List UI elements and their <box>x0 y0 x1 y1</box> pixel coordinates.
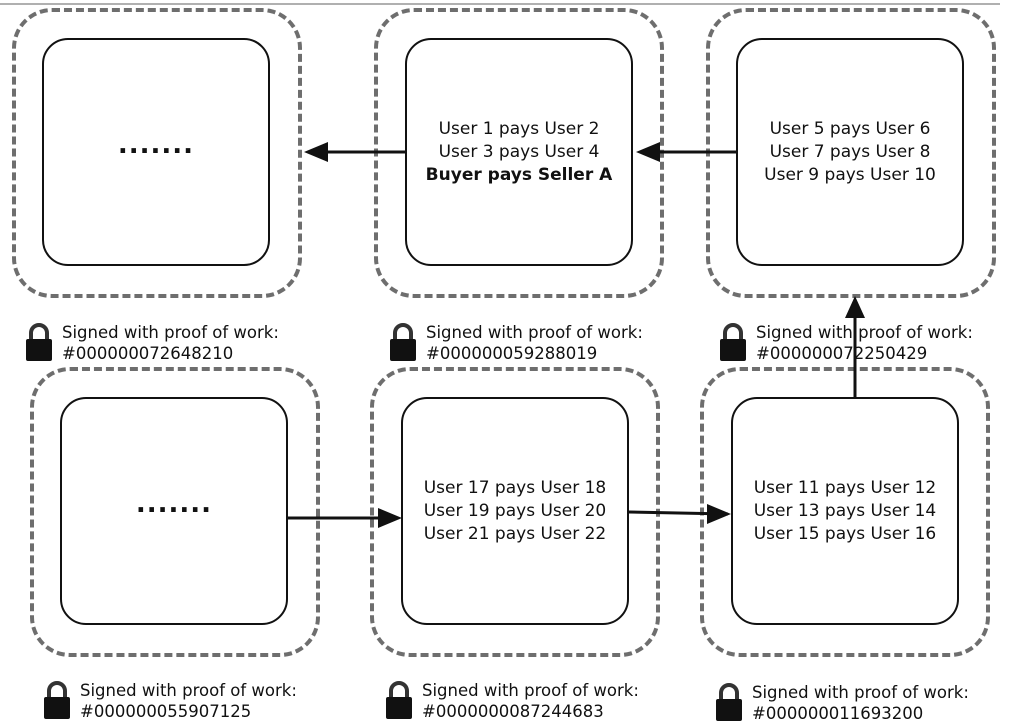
arrowhead-block3 <box>845 296 865 318</box>
block-2-tx-1: User 1 pays User 2 <box>438 118 600 139</box>
block-2-box: User 1 pays User 2 User 3 pays User 4 Bu… <box>405 38 633 266</box>
block-5-tx-3: User 21 pays User 22 <box>423 523 607 544</box>
block-5-box: User 17 pays User 18 User 19 pays User 2… <box>401 397 629 625</box>
signature-label: Signed with proof of work: <box>80 681 297 700</box>
block-1-ellipsis: ....... <box>117 130 195 160</box>
block-1-box: ....... <box>42 38 270 266</box>
signature-label: Signed with proof of work: <box>756 323 973 342</box>
block-3-signature: Signed with proof of work: #000000072250… <box>718 322 973 364</box>
signature-hash: #000000059288019 <box>426 344 598 363</box>
block-6-signature: Signed with proof of work: #000000011693… <box>714 682 969 724</box>
block-3-box: User 5 pays User 6 User 7 pays User 8 Us… <box>736 38 964 266</box>
lock-icon <box>44 681 70 719</box>
lock-icon <box>26 323 52 361</box>
block-3-tx-1: User 5 pays User 6 <box>769 118 931 139</box>
block-4-box: ....... <box>60 397 288 625</box>
block-6-tx-2: User 13 pays User 14 <box>753 500 937 521</box>
block-2-tx-2: User 3 pays User 4 <box>438 141 600 162</box>
signature-hash: #0000000087244683 <box>422 702 604 721</box>
top-divider <box>0 3 1000 5</box>
signature-label: Signed with proof of work: <box>752 683 969 702</box>
block-4-signature: Signed with proof of work: #000000055907… <box>42 680 297 722</box>
block-5-tx-2: User 19 pays User 20 <box>423 500 607 521</box>
block-2-signature: Signed with proof of work: #000000059288… <box>388 322 643 364</box>
block-6-tx-1: User 11 pays User 12 <box>753 477 937 498</box>
lock-icon <box>720 323 746 361</box>
signature-hash: #000000072250429 <box>756 344 928 363</box>
block-5-signature: Signed with proof of work: #000000008724… <box>384 680 639 722</box>
block-6-box: User 11 pays User 12 User 13 pays User 1… <box>731 397 959 625</box>
signature-label: Signed with proof of work: <box>62 323 279 342</box>
signature-label: Signed with proof of work: <box>426 323 643 342</box>
block-6-tx-3: User 15 pays User 16 <box>753 523 937 544</box>
signature-label: Signed with proof of work: <box>422 681 639 700</box>
block-4-ellipsis: ....... <box>135 489 213 519</box>
lock-icon <box>716 683 742 721</box>
block-3-tx-2: User 7 pays User 8 <box>769 141 931 162</box>
block-2-tx-3: Buyer pays Seller A <box>425 164 613 185</box>
block-1-signature: Signed with proof of work: #000000072648… <box>24 322 279 364</box>
arrowhead-block1 <box>304 142 328 162</box>
signature-hash: #000000011693200 <box>752 704 924 723</box>
lock-icon <box>390 323 416 361</box>
block-3-tx-3: User 9 pays User 10 <box>764 164 936 185</box>
signature-hash: #000000072648210 <box>62 344 234 363</box>
signature-hash: #000000055907125 <box>80 702 252 721</box>
block-5-tx-1: User 17 pays User 18 <box>423 477 607 498</box>
lock-icon <box>386 681 412 719</box>
